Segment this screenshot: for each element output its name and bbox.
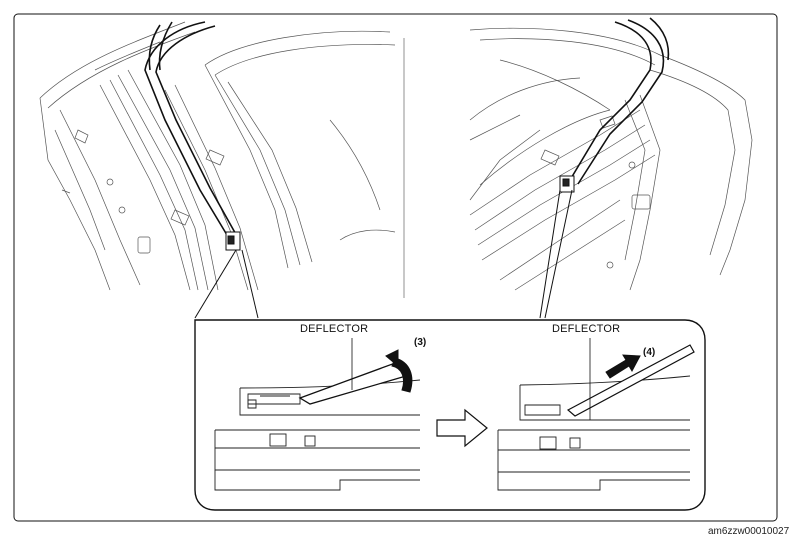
figure-frame — [13, 13, 778, 522]
deflector-label-left: DEFLECTOR — [300, 323, 369, 335]
step-label-4: (4) — [643, 347, 656, 358]
next-step-arrow-icon — [436, 408, 488, 448]
left-deflector-clip — [225, 231, 241, 251]
figure-code: am6zzw00010027 — [708, 526, 790, 537]
left-leader — [194, 249, 237, 319]
right-leader — [539, 189, 561, 319]
push-arrow-icon — [605, 354, 641, 379]
deflector-label-right: DEFLECTOR — [552, 323, 621, 335]
rotate-arrow-icon — [385, 349, 413, 393]
detail-right-assembly — [497, 375, 691, 491]
detail-left-assembly — [214, 379, 421, 491]
detail-right-tool — [566, 344, 695, 417]
step-label-3: (3) — [414, 337, 427, 348]
right-deflector-clip — [559, 175, 575, 193]
detail-box — [194, 319, 706, 511]
right-tool — [569, 17, 670, 185]
left-tool — [144, 21, 239, 241]
left-sunroof-view — [39, 21, 396, 291]
left-leader-2 — [241, 249, 259, 319]
right-sunroof-view — [469, 27, 753, 291]
right-leader-2 — [544, 189, 573, 319]
